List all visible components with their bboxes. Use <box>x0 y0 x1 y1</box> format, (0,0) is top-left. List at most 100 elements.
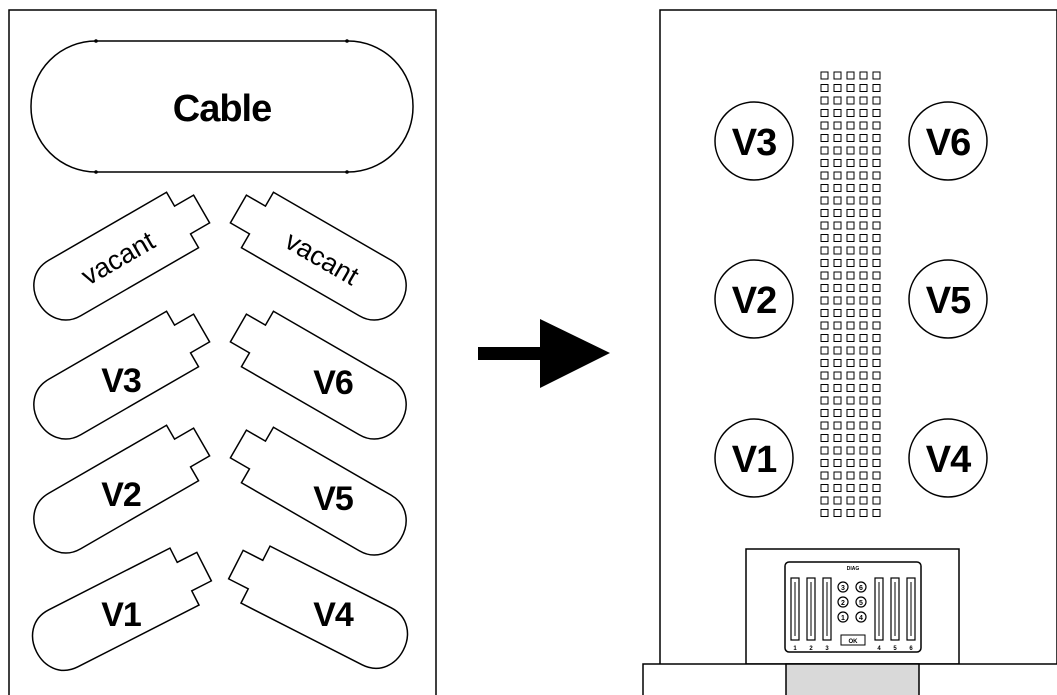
terminal-square <box>833 71 842 80</box>
terminal-square <box>859 321 868 330</box>
terminal-square <box>833 509 842 517</box>
port-label: V4 <box>926 439 971 481</box>
terminal-square <box>833 209 842 217</box>
terminal-square <box>859 384 868 392</box>
terminal-square <box>872 246 881 255</box>
terminal-square <box>820 409 829 417</box>
terminal-square <box>846 84 855 92</box>
right-arrow-icon <box>478 319 610 388</box>
tag-label: V3 <box>101 362 141 400</box>
terminal-square <box>872 209 881 217</box>
slot-number: 3 <box>825 646 829 652</box>
port-v1: V1 <box>714 418 794 498</box>
terminal-square <box>833 171 842 180</box>
terminal-square <box>820 221 829 230</box>
terminal-square <box>846 284 855 292</box>
terminal-square <box>820 84 829 92</box>
terminal-square <box>859 109 868 117</box>
terminal-square <box>859 446 868 455</box>
terminal-square <box>833 459 842 467</box>
terminal-square <box>872 296 881 305</box>
terminal-square <box>833 134 842 142</box>
terminal-square <box>846 459 855 467</box>
terminal-square <box>872 346 881 355</box>
terminal-square <box>833 146 842 155</box>
terminal-square <box>820 134 829 142</box>
terminal-square <box>859 421 868 430</box>
terminal-square <box>872 359 881 367</box>
terminal-square <box>846 246 855 255</box>
terminal-square <box>833 96 842 105</box>
terminal-square <box>846 221 855 230</box>
terminal-square <box>820 384 829 392</box>
terminal-square <box>846 159 855 167</box>
port-v3: V3 <box>714 101 794 181</box>
terminal-square <box>872 184 881 192</box>
circle-number: 2 <box>841 600 845 607</box>
terminal-square <box>846 434 855 442</box>
terminal-square <box>859 209 868 217</box>
terminal-square <box>859 84 868 92</box>
terminal-square <box>872 371 881 380</box>
terminal-square <box>846 421 855 430</box>
terminal-square <box>820 459 829 467</box>
tag-label: V4 <box>313 596 354 634</box>
port-v5: V5 <box>908 259 988 339</box>
terminal-square <box>859 346 868 355</box>
terminal-square <box>859 134 868 142</box>
terminal-square <box>820 209 829 217</box>
terminal-square <box>846 334 855 342</box>
terminal-square <box>846 196 855 205</box>
terminal-square <box>820 359 829 367</box>
terminal-square <box>859 459 868 467</box>
terminal-square <box>833 221 842 230</box>
label-sheet: Cable vacant vacant V3 V6 <box>8 9 437 695</box>
terminal-square <box>872 134 881 142</box>
terminal-square <box>859 296 868 305</box>
label-tag-left-row3: V2 <box>33 424 211 554</box>
terminal-square <box>859 271 868 280</box>
terminal-square <box>820 259 829 267</box>
label-tag-right-row3: V5 <box>229 426 407 556</box>
terminal-square <box>846 259 855 267</box>
terminal-square <box>820 171 829 180</box>
terminal-square <box>859 334 868 342</box>
terminal-square <box>846 471 855 480</box>
terminal-square <box>833 234 842 242</box>
terminal-square <box>859 284 868 292</box>
terminal-square <box>820 271 829 280</box>
terminal-square <box>846 446 855 455</box>
terminal-square <box>820 146 829 155</box>
terminal-square <box>872 496 881 505</box>
tag-label: V5 <box>313 480 353 518</box>
terminal-square <box>820 509 829 517</box>
terminal-square <box>846 359 855 367</box>
terminal-square <box>820 321 829 330</box>
terminal-square <box>833 371 842 380</box>
terminal-square <box>846 271 855 280</box>
terminal-square <box>846 96 855 105</box>
port-label: V6 <box>926 122 970 164</box>
terminal-square <box>872 321 881 330</box>
terminal-square <box>820 396 829 405</box>
slot-number: 4 <box>877 646 881 652</box>
terminal-square <box>872 159 881 167</box>
terminal-square <box>820 346 829 355</box>
terminal-square <box>859 246 868 255</box>
terminal-square <box>859 146 868 155</box>
terminal-square <box>833 109 842 117</box>
terminal-square <box>833 284 842 292</box>
terminal-square <box>820 96 829 105</box>
terminal-square <box>820 484 829 492</box>
port-v2: V2 <box>714 259 794 339</box>
terminal-square <box>833 409 842 417</box>
terminal-square <box>820 496 829 505</box>
terminal-square <box>872 84 881 92</box>
terminal-square <box>846 71 855 80</box>
terminal-square <box>859 196 868 205</box>
terminal-square <box>833 384 842 392</box>
